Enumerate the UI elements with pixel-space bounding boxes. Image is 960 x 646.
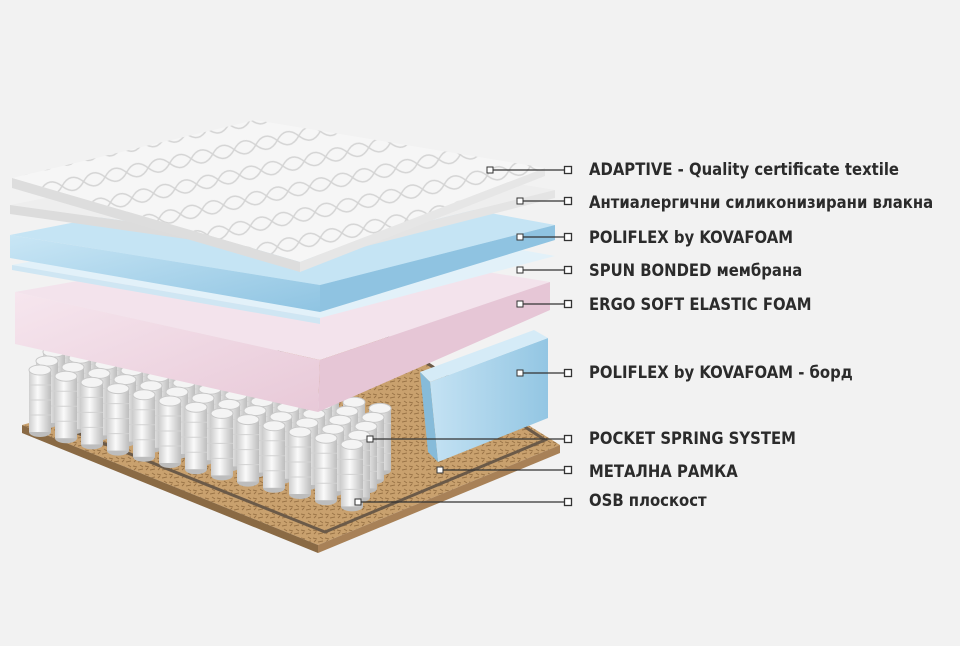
- leader-end-marker: [563, 196, 573, 206]
- leader-end-marker: [563, 434, 573, 444]
- spring-coil: [184, 401, 208, 475]
- leader-end-marker: [563, 299, 573, 309]
- leader-end-marker: [563, 265, 573, 275]
- spring-coil: [132, 389, 156, 462]
- leader-anchor: [354, 498, 362, 506]
- spring-coil: [210, 407, 234, 481]
- leader-anchor: [516, 233, 524, 241]
- adaptive-textile-layer: [12, 120, 545, 272]
- leader-anchor: [366, 435, 374, 443]
- leader-anchor: [486, 166, 494, 174]
- leader-end-marker: [563, 232, 573, 242]
- spring-coil: [288, 426, 312, 499]
- leader-anchor: [516, 197, 524, 205]
- leader-anchor: [516, 266, 524, 274]
- leader-lines: [354, 165, 573, 507]
- leader-anchor: [516, 300, 524, 308]
- spring-coil: [54, 370, 78, 444]
- leader-end-marker: [563, 497, 573, 507]
- spring-coil: [262, 420, 286, 493]
- spring-coil: [28, 364, 52, 437]
- leader-end-marker: [563, 465, 573, 475]
- spring-coil: [340, 438, 364, 512]
- leader-anchor: [436, 466, 444, 474]
- leader-end-marker: [563, 165, 573, 175]
- spring-coil: [236, 414, 260, 487]
- spring-coil: [158, 395, 182, 468]
- pocket-spring-system: [28, 328, 392, 512]
- spring-coil: [106, 383, 130, 456]
- leader-end-marker: [563, 368, 573, 378]
- spring-coil: [314, 432, 338, 506]
- leader-anchor: [516, 369, 524, 377]
- spring-coil: [80, 376, 104, 450]
